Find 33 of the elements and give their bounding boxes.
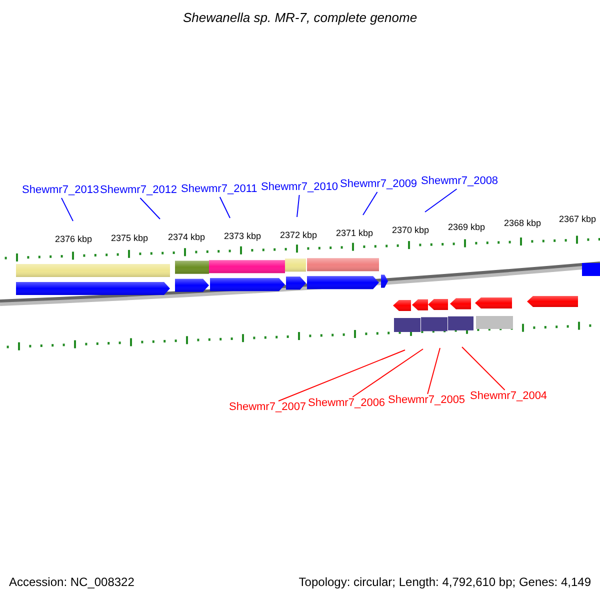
leader-line [362,192,378,216]
scale-label: 2375 kbp [111,234,148,243]
leader-line [61,198,74,222]
scale-label: 2371 kbp [336,229,374,238]
scale-label: 2373 kbp [224,232,262,241]
leader-line [424,188,458,212]
leader-line [219,196,230,218]
gene-label: Shewmr7_2006 [308,398,386,410]
gene-label: Shewmr7_2008 [421,176,498,188]
scale-label: 2376 kbp [55,235,92,244]
gene-label: Shewmr7_2007 [229,402,306,414]
leader-line [278,350,406,402]
leader-line [427,348,440,394]
scale-label: 2372 kbp [280,231,318,240]
scale-label: 2369 kbp [448,223,486,232]
scale-label: 2374 kbp [168,233,206,242]
accession-text: Accession: NC_008322 [9,576,134,588]
leader-line [296,194,300,218]
scale-label: 2368 kbp [504,219,542,228]
genome-info-text: Topology: circular; Length: 4,792,610 bp; Genes: 4,149 [298,576,591,588]
leader-line [352,348,424,398]
scale-label: 2370 kbp [392,226,430,235]
gene-label: Shewmr7_2011 [181,184,258,196]
leader-line [140,198,160,220]
gene-label: Shewmr7_2009 [340,179,418,191]
gene-label: Shewmr7_2013 [22,185,100,197]
gene-label: Shewmr7_2012 [100,185,178,197]
scale-label: 2367 kbp [559,215,596,224]
gene-label: Shewmr7_2010 [261,182,338,194]
leader-line [462,346,506,390]
gene-label: Shewmr7_2004 [470,391,548,403]
gene-label: Shewmr7_2005 [388,395,466,407]
title: Shewanella sp. MR-7, complete genome [182,11,418,24]
